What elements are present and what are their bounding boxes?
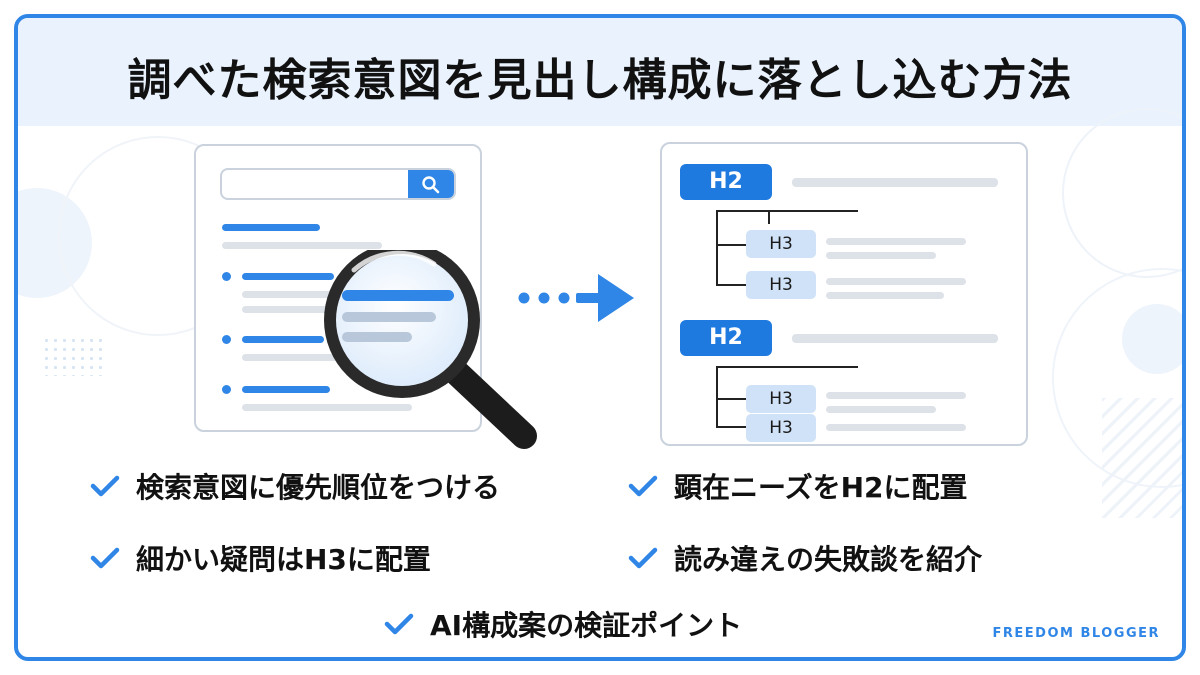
result-title-bar: [242, 273, 334, 280]
decor-stripes: [1102, 398, 1182, 518]
checklist-item-label: 細かい疑問はH3に配置: [136, 543, 431, 576]
tree-line: [716, 210, 718, 286]
result-text-bar: [222, 242, 382, 249]
checklist-item: 顕在ニーズをH2に配置: [628, 466, 968, 506]
heading-text-bar: [826, 406, 936, 413]
result-bullet: [222, 335, 231, 344]
search-bar: [220, 168, 456, 200]
tree-line: [716, 284, 746, 286]
arrow-right-icon: [518, 274, 634, 322]
heading-text-bar: [792, 178, 998, 187]
heading-text-bar: [792, 334, 998, 343]
heading-outline-illustration: H2 H3 H3 H2 H3 H3: [660, 142, 1028, 446]
tree-line: [716, 398, 746, 400]
checkmark-icon: [384, 613, 414, 635]
search-icon: [422, 176, 440, 194]
checklist-item-label: 読み違えの失敗談を紹介: [674, 543, 983, 576]
page-title: 調べた検索意図を見出し構成に落とし込む方法: [127, 55, 1073, 106]
tree-line: [716, 210, 858, 212]
result-text-bar: [242, 291, 392, 298]
checklist-item-label: AI構成案の検証ポイント: [430, 609, 743, 642]
tree-line: [716, 366, 718, 428]
heading-text-bar: [826, 252, 936, 259]
checklist-item-label: 検索意図に優先順位をつける: [136, 471, 501, 504]
checkmark-icon: [628, 475, 658, 497]
tree-line: [768, 210, 770, 224]
heading-text-bar: [826, 292, 944, 299]
decor-ring: [1062, 108, 1182, 278]
tree-line: [716, 244, 746, 246]
decor-dot-grid: [42, 336, 102, 376]
result-text-bar: [242, 404, 412, 411]
h3-tag: H3: [746, 230, 816, 258]
checklist-item-label: 顕在ニーズをH2に配置: [674, 471, 968, 504]
title-band: [18, 18, 1182, 126]
heading-text-bar: [826, 238, 966, 245]
heading-text-bar: [826, 392, 966, 399]
checklist-item: 読み違えの失敗談を紹介: [628, 538, 982, 578]
result-text-bar: [242, 354, 382, 361]
magnifier-icon: [324, 250, 537, 449]
heading-text-bar: [826, 424, 966, 431]
checklist-item: AI構成案の検証ポイント: [384, 604, 742, 644]
h3-tag: H3: [746, 414, 816, 442]
checklist-item: 細かい疑問はH3に配置: [90, 538, 431, 578]
brand-logo-text: FREEDOM BLOGGER: [992, 626, 1160, 641]
tree-line: [716, 366, 858, 368]
h3-tag: H3: [746, 385, 816, 413]
tree-line: [716, 426, 746, 428]
result-bullet: [222, 385, 231, 394]
result-title-bar: [242, 386, 330, 393]
checklist-item: 検索意図に優先順位をつける: [90, 466, 500, 506]
h2-tag: H2: [680, 320, 772, 356]
result-title-bar: [222, 224, 320, 231]
slide-frame: 調べた検索意図を見出し構成に落とし込む方法: [14, 14, 1186, 661]
checkmark-icon: [90, 475, 120, 497]
result-text-bar: [242, 306, 362, 313]
decor-circle: [1122, 304, 1182, 374]
search-button: [408, 170, 454, 198]
result-bullet: [222, 272, 231, 281]
h3-tag: H3: [746, 271, 816, 299]
h2-tag: H2: [680, 164, 772, 200]
checkmark-icon: [628, 547, 658, 569]
heading-text-bar: [826, 278, 966, 285]
result-title-bar: [242, 336, 324, 343]
checkmark-icon: [90, 547, 120, 569]
